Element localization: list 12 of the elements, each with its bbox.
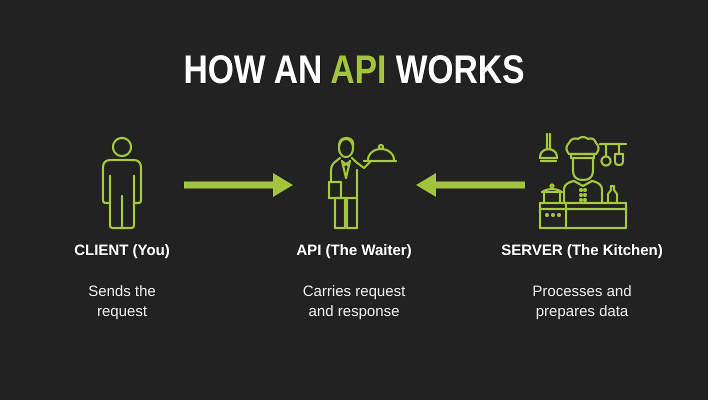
role-heading: SERVER (The Kitchen) — [501, 242, 663, 260]
role-heading: CLIENT (You) — [74, 242, 170, 260]
role-description: Sends the request — [87, 282, 157, 322]
role-heading: API (The Waiter) — [296, 242, 412, 260]
arrow — [184, 173, 293, 197]
waiter-icon — [326, 134, 396, 229]
person-icon — [102, 134, 142, 229]
title: HOW AN API WORKS — [184, 47, 524, 94]
chef-kitchen-icon — [538, 134, 628, 229]
role-description: Processes and prepares data — [531, 282, 633, 322]
arrow — [416, 173, 525, 197]
role-description: Carries request and response — [302, 282, 406, 322]
